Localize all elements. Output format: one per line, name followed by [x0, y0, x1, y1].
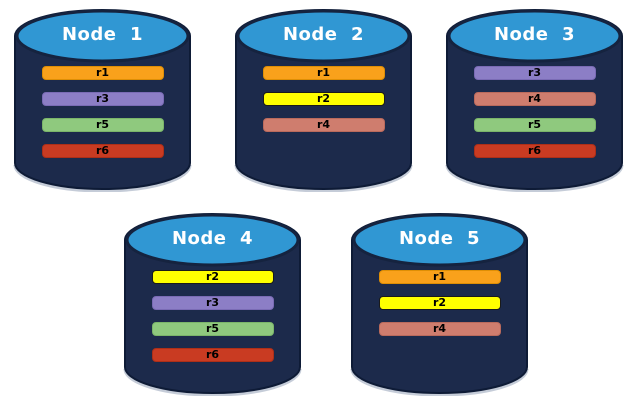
replica-bar-r6: r6: [151, 348, 274, 362]
cylinder-bottom-highlight: [123, 368, 302, 396]
replica-list: r1 r2 r4: [378, 270, 501, 336]
cylinder-top: [125, 213, 300, 267]
replica-bar-r4: r4: [378, 322, 501, 336]
replica-list: r1 r2 r4: [262, 66, 385, 132]
cylinder-top: [352, 213, 527, 267]
replica-bar-r1: r1: [378, 270, 501, 284]
replica-bar-r2: r2: [378, 296, 501, 310]
cylinder-top: [15, 9, 190, 63]
replica-bar-r3: r3: [41, 92, 164, 106]
replica-bar-r6: r6: [473, 144, 596, 158]
replica-bar-r4: r4: [473, 92, 596, 106]
db-node: Node 3 r3 r4 r5 r6: [444, 8, 625, 192]
node-title: Node 4: [171, 228, 254, 249]
replica-list: r3 r4 r5 r6: [473, 66, 596, 158]
cylinder-bottom-highlight: [13, 164, 192, 192]
db-node: Node 5 r1 r2 r4: [349, 212, 530, 396]
replica-bar-r4: r4: [262, 118, 385, 132]
node-title: Node 1: [61, 24, 144, 45]
node-title: Node 3: [493, 24, 576, 45]
db-node: Node 2 r1 r2 r4: [233, 8, 414, 192]
cylinder-top: [447, 9, 622, 63]
replica-list: r1 r3 r5 r6: [41, 66, 164, 158]
replica-bar-r1: r1: [262, 66, 385, 80]
replica-bar-r5: r5: [473, 118, 596, 132]
replica-bar-r2: r2: [151, 270, 274, 284]
cylinder-bottom-highlight: [350, 368, 529, 396]
replica-bar-r3: r3: [151, 296, 274, 310]
replica-list: r2 r3 r5 r6: [151, 270, 274, 362]
cylinder-top: [236, 9, 411, 63]
node-title: Node 2: [282, 24, 365, 45]
cylinder-bottom-highlight: [234, 164, 413, 192]
replica-bar-r1: r1: [41, 66, 164, 80]
replica-bar-r5: r5: [151, 322, 274, 336]
replica-bar-r3: r3: [473, 66, 596, 80]
replica-bar-r2: r2: [262, 92, 385, 106]
db-node: Node 1 r1 r3 r5 r6: [12, 8, 193, 192]
replica-bar-r6: r6: [41, 144, 164, 158]
db-node: Node 4 r2 r3 r5 r6: [122, 212, 303, 396]
replica-bar-r5: r5: [41, 118, 164, 132]
node-title: Node 5: [398, 228, 481, 249]
cylinder-bottom-highlight: [445, 164, 624, 192]
